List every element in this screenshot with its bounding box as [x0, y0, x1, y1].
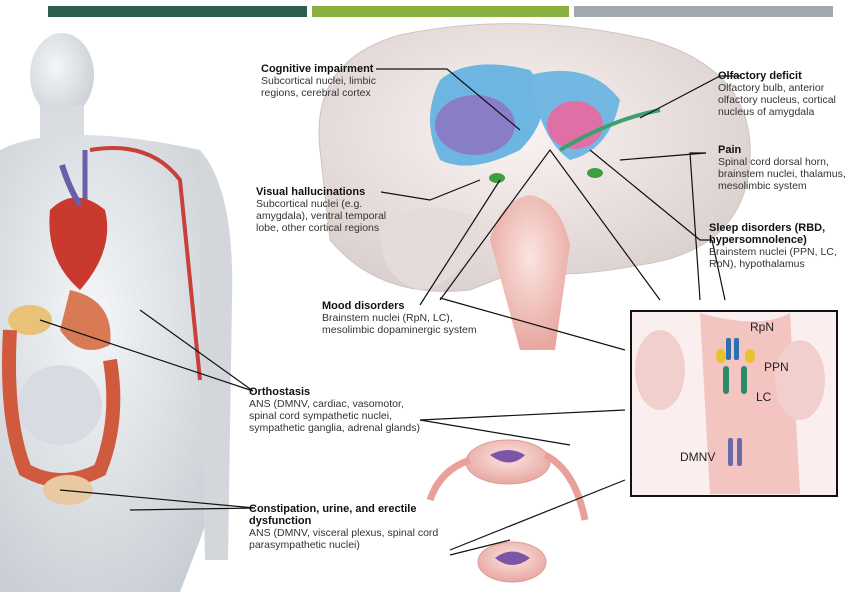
label-cognitive-title: Cognitive impairment [261, 63, 401, 75]
spinal-nerve-right [545, 455, 585, 520]
thalamus-shape [435, 95, 515, 155]
label-constipation: Constipation, urine, and erectile dysfun… [249, 503, 439, 551]
leader-orthostasis-inset [420, 410, 625, 420]
inset-label-dmnv: DMNV [680, 450, 715, 464]
label-olfactory: Olfactory deficit Olfactory bulb, anteri… [718, 70, 863, 118]
amygdala-left-shape [489, 173, 505, 183]
label-constipation-title: Constipation, urine, and erectile dysfun… [249, 503, 439, 527]
label-visual-title: Visual hallucinations [256, 186, 391, 198]
inset-peduncle-right [775, 340, 825, 420]
lc-nucleus-left [723, 366, 729, 394]
label-mood-title: Mood disorders [322, 300, 477, 312]
small-intestine-shape [18, 365, 102, 445]
label-sleep: Sleep disorders (RBD, hypersomnolence) B… [709, 222, 861, 270]
label-orthostasis-desc: ANS (DMNV, cardiac, vasomotor, spinal co… [249, 398, 424, 434]
dmnv-nucleus-right [737, 438, 742, 466]
label-mood: Mood disorders Brainstem nuclei (RpN, LC… [322, 300, 477, 336]
spinal-cord-sections [430, 440, 585, 582]
label-sleep-title: Sleep disorders (RBD, hypersomnolence) [709, 222, 861, 246]
inset-label-ppn: PPN [764, 360, 789, 374]
spinal-nerve-left [430, 460, 470, 500]
label-constipation-desc: ANS (DMNV, visceral plexus, spinal cord … [249, 527, 439, 551]
label-cognitive-desc: Subcortical nuclei, limbic regions, cere… [261, 75, 401, 99]
label-pain-title: Pain [718, 144, 863, 156]
dmnv-nucleus-left [728, 438, 733, 466]
rpn-nucleus-left [726, 338, 731, 360]
lc-nucleus-right [741, 366, 747, 394]
inset-label-lc: LC [756, 390, 771, 404]
body-figure [0, 33, 232, 592]
ppn-nucleus-right [745, 349, 755, 363]
label-visual: Visual hallucinations Subcortical nuclei… [256, 186, 391, 234]
head-shape [30, 33, 94, 117]
label-visual-desc: Subcortical nuclei (e.g. amygdala), vent… [256, 198, 391, 234]
rpn-nucleus-right [734, 338, 739, 360]
amygdala-right-shape [587, 168, 603, 178]
label-olfactory-desc: Olfactory bulb, anterior olfactory nucle… [718, 82, 863, 118]
label-mood-desc: Brainstem nuclei (RpN, LC), mesolimbic d… [322, 312, 477, 336]
inset-peduncle-left [635, 330, 685, 410]
label-sleep-desc: Brainstem nuclei (PPN, LC, RpN), hypotha… [709, 246, 861, 270]
leader-constipation-inset [450, 480, 625, 550]
label-orthostasis-title: Orthostasis [249, 386, 424, 398]
label-cognitive: Cognitive impairment Subcortical nuclei,… [261, 63, 401, 99]
brainstem-shape [490, 195, 570, 350]
label-orthostasis: Orthostasis ANS (DMNV, cardiac, vasomoto… [249, 386, 424, 434]
label-olfactory-title: Olfactory deficit [718, 70, 863, 82]
label-pain: Pain Spinal cord dorsal horn, brainstem … [718, 144, 863, 192]
bladder-shape [43, 475, 93, 505]
label-pain-desc: Spinal cord dorsal horn, brainstem nucle… [718, 156, 863, 192]
arm-shape [200, 150, 232, 560]
inset-label-rpn: RpN [750, 320, 774, 334]
ppn-nucleus-left [716, 349, 726, 363]
